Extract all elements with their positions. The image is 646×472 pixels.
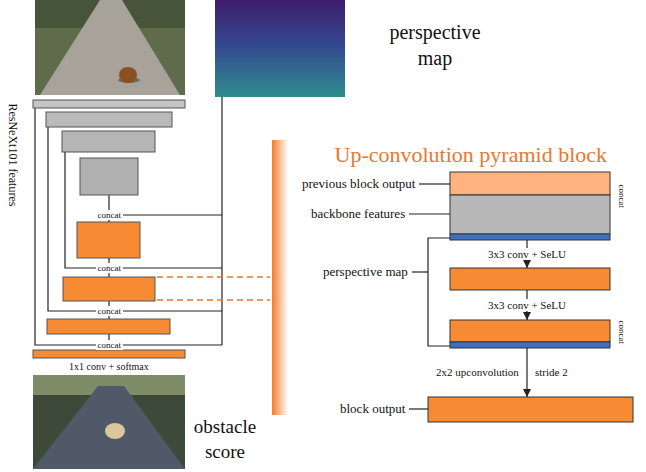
zoom-bracket bbox=[272, 140, 288, 415]
leader-line bbox=[409, 213, 450, 214]
backbone-box bbox=[450, 195, 610, 234]
operation-label: stride 2 bbox=[535, 366, 568, 379]
concat-label: concat bbox=[616, 320, 626, 343]
zoom-line bbox=[157, 276, 270, 277]
part-label: perspective map bbox=[323, 265, 408, 280]
skip-lines bbox=[35, 97, 222, 350]
output-layer-label: 1x1 conv + softmax bbox=[69, 361, 149, 373]
decoder-block bbox=[77, 222, 140, 258]
feature-bar bbox=[80, 158, 138, 195]
skip-line bbox=[65, 152, 222, 268]
operation-label: 3x3 conv + SeLU bbox=[486, 248, 568, 261]
perspective-strip bbox=[450, 342, 610, 348]
part-label: backbone features bbox=[311, 207, 405, 222]
photo-road bbox=[33, 386, 185, 469]
concat-label: concat bbox=[616, 184, 626, 207]
perspective-line bbox=[221, 97, 222, 345]
zoom-line bbox=[157, 299, 270, 300]
block-output-box bbox=[428, 397, 633, 422]
flow-arrow bbox=[526, 348, 527, 397]
photo-ground bbox=[33, 375, 185, 469]
decoder bbox=[33, 222, 185, 358]
conv-box bbox=[450, 320, 610, 342]
block-detail bbox=[428, 172, 633, 422]
photo-road bbox=[40, 0, 180, 95]
block-arrows bbox=[409, 184, 527, 409]
leader-line bbox=[412, 271, 428, 272]
photo-ground bbox=[35, 0, 185, 95]
node-label: obstacle score bbox=[179, 415, 271, 464]
skip-line bbox=[48, 127, 222, 311]
concat-label: concat bbox=[96, 340, 123, 350]
operation-label: 2x2 upconvolution bbox=[436, 366, 519, 379]
score-photo bbox=[33, 375, 185, 469]
conv-box bbox=[450, 268, 610, 290]
concat-label: concat bbox=[96, 210, 123, 220]
part-label: previous block output bbox=[302, 177, 415, 192]
feature-bar bbox=[62, 131, 155, 152]
backbone-name: ResNeXt101 features bbox=[5, 103, 19, 206]
skip-line bbox=[35, 108, 222, 345]
concat-label: concat bbox=[96, 306, 123, 316]
perspective-strip bbox=[450, 234, 610, 240]
leader-line bbox=[409, 408, 428, 409]
decoder-block bbox=[47, 319, 170, 334]
encoder bbox=[33, 100, 185, 195]
obstacle-score-image: obstacle score bbox=[33, 375, 185, 469]
feature-bar bbox=[33, 100, 185, 108]
perspective-map: perspective map bbox=[215, 0, 345, 97]
operation-label: 3x3 conv + SeLU bbox=[486, 299, 568, 312]
photo-obstacle bbox=[119, 67, 137, 83]
concat-line bbox=[109, 214, 222, 215]
road-photo bbox=[35, 0, 185, 95]
photo-obstacle bbox=[105, 423, 125, 439]
node-label: perspective map bbox=[375, 19, 495, 71]
concat-label: concat bbox=[96, 263, 123, 273]
previous-output-box bbox=[450, 172, 610, 195]
perspective-bracket bbox=[428, 238, 450, 346]
part-label: block output bbox=[340, 402, 405, 417]
leader-line bbox=[419, 183, 450, 184]
decoder-block bbox=[63, 277, 155, 301]
feature-bar bbox=[46, 112, 172, 127]
zoom-lines bbox=[157, 277, 270, 300]
block-title: Up-convolution pyramid block bbox=[335, 142, 608, 167]
decoder-block bbox=[33, 350, 185, 358]
